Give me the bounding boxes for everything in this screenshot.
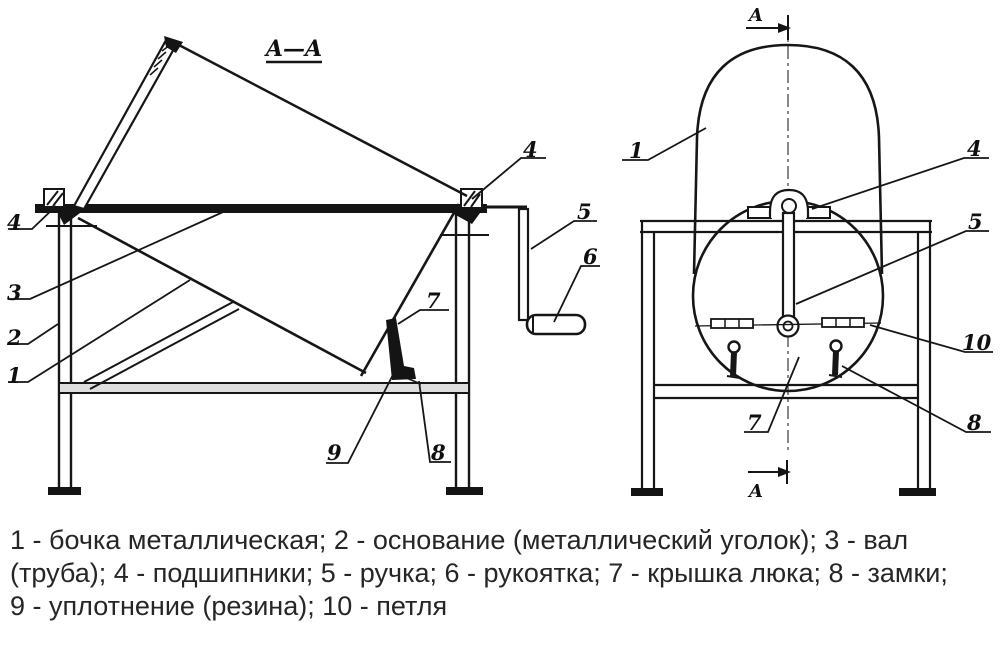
caption-line-2: (труба); 4 - подшипники; 5 - ручка; 6 - … — [10, 558, 948, 588]
section-leaders — [622, 127, 993, 433]
crank-arm — [517, 207, 530, 322]
left-foot — [631, 488, 663, 496]
part-label-9: 9 — [327, 440, 342, 465]
barrel-edge-left — [77, 216, 367, 375]
part-label-2: 2 — [6, 325, 22, 350]
hub — [776, 314, 800, 338]
part-label-7: 7 — [426, 288, 441, 313]
part-label-8: 8 — [430, 440, 446, 465]
right-foot — [899, 488, 936, 496]
crank — [517, 207, 587, 336]
part-label-1: 1 — [7, 363, 22, 388]
part-label-4: 4 — [967, 136, 982, 161]
left-foot — [48, 487, 81, 495]
lock-right — [828, 339, 843, 378]
assembly-drawing: 4 3 2 1 4 5 6 7 9 8 A—A — [6, 5, 993, 502]
latch-assembly — [386, 318, 422, 385]
barrel-lid-open — [72, 36, 468, 211]
bottom-rail — [58, 382, 470, 394]
cut-letter-bottom: A — [747, 481, 763, 502]
caption-line-3: 9 - уплотнение (резина); 10 - петля — [10, 591, 448, 621]
part-label-1: 1 — [629, 138, 644, 163]
part-label-7: 7 — [747, 410, 762, 435]
frame-brace — [83, 301, 234, 383]
caption-line-1: 1 - бочка металлическая; 2 - основание (… — [10, 525, 909, 555]
right-foot — [446, 487, 483, 495]
lock-left — [726, 340, 741, 379]
part-label-3: 3 — [7, 280, 22, 305]
part-label-8: 8 — [966, 410, 982, 435]
part-label-10: 10 — [962, 330, 992, 355]
barrel-outline — [692, 43, 884, 275]
bearing-block — [747, 188, 831, 219]
section-title: A—A — [264, 36, 322, 64]
cut-arrow-bottom: A — [747, 460, 791, 502]
shaft-pipe — [35, 204, 487, 213]
lid-apex — [164, 36, 183, 53]
barrel-body — [77, 203, 461, 377]
barrel-edge-right — [359, 203, 461, 377]
cut-arrow-top: A — [746, 5, 791, 40]
part-label-5: 5 — [577, 199, 592, 224]
right-bearing-block — [452, 188, 483, 224]
section-view: A A 1 4 5 10 7 8 — [622, 5, 993, 502]
part-label-4-left: 4 — [7, 210, 22, 235]
side-view: 4 3 2 1 4 5 6 7 9 8 A—A — [6, 36, 600, 495]
crank-grip — [525, 313, 587, 336]
base-frame — [46, 213, 489, 495]
hinge-strips — [694, 317, 882, 329]
part-label-4-top: 4 — [523, 137, 538, 162]
part-label-6: 6 — [583, 244, 598, 269]
crank-link-bar — [781, 211, 796, 321]
section-title-text: A—A — [264, 36, 322, 62]
lid-edge-line — [176, 42, 468, 198]
part-label-5: 5 — [968, 209, 983, 234]
cut-letter-top: A — [747, 5, 763, 26]
caption: 1 - бочка металлическая; 2 - основание (… — [10, 524, 995, 623]
side-leaders — [8, 157, 600, 464]
